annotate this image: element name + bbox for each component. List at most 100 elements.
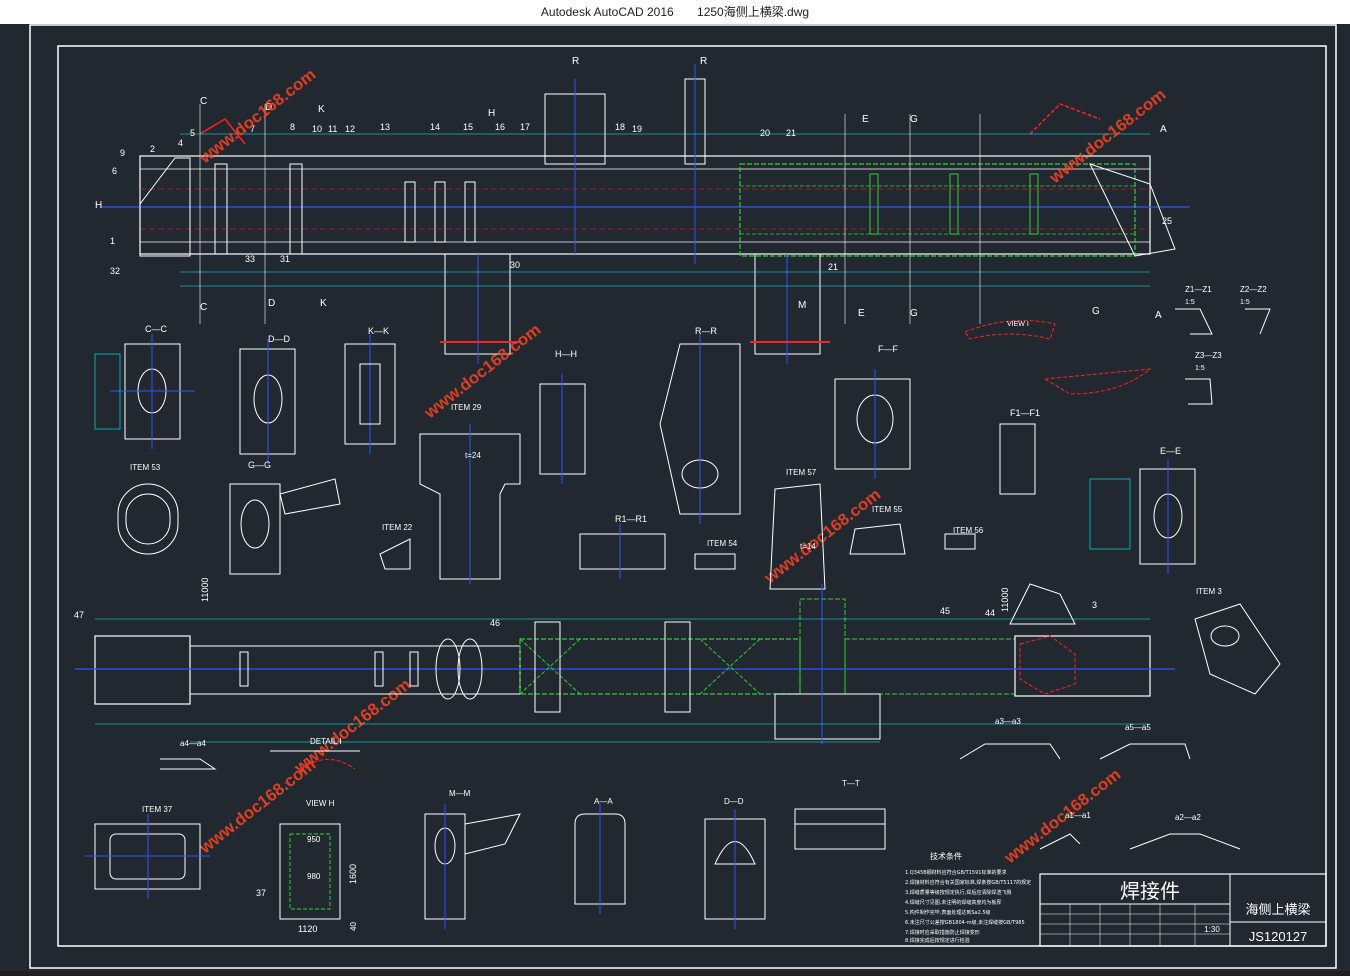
drawing-label: www.doc168.com [290, 675, 414, 778]
title-block: 焊接件 海侧上横梁 JS120127 1:30 [1039, 873, 1327, 947]
drawing-label: G—G [248, 460, 271, 470]
drawing-label: 46 [490, 618, 500, 628]
drawing-label: 10 [312, 124, 322, 134]
drawing-label: M [798, 300, 806, 311]
drawing-label: 9 [120, 148, 125, 158]
drawing-label: a4—a4 [180, 739, 206, 748]
drawing-label: a1—a1 [1065, 811, 1091, 820]
drawing-label: K—K [368, 326, 389, 336]
drawing-label: ITEM 56 [953, 526, 984, 535]
drawing-label: 7 [250, 124, 255, 134]
drawing-label: VIEW I [1007, 321, 1029, 328]
drawing-label: 8 [290, 122, 295, 132]
drawing-label: 40 [349, 922, 358, 931]
drawing-label: Z2—Z2 [1240, 285, 1267, 294]
drawing-label: 20 [760, 128, 770, 138]
inner-frame [57, 45, 1327, 947]
section-hh: H—H [539, 349, 586, 484]
drawing-label: ITEM 37 [142, 805, 173, 814]
section-cc: C—C [94, 324, 195, 449]
drawing-label: www.doc168.com [420, 320, 544, 423]
section-kk: K—K [344, 326, 396, 454]
detail-i: DETAIL I [270, 737, 360, 785]
section-gg: G—G [229, 460, 341, 575]
drawing-label: K [318, 104, 325, 115]
item-22: ITEM 22 [379, 523, 413, 570]
drawing-label: E [862, 114, 869, 125]
drawing-label: 37 [256, 888, 266, 898]
file-name: 1250海侧上横梁.dwg [697, 5, 810, 19]
technical-notes: 技术条件 1.Q345B钢材料应符合GB/T1591标准的要求 2.焊接材料应符… [905, 851, 1031, 944]
drawing-label: t=14 [800, 542, 816, 551]
drawing-label: Z1—Z1 [1185, 285, 1212, 294]
drawing-label: 11000 [200, 578, 210, 602]
drawing-label: 2.焊接材料应符合有关国家标准,焊条按GB/T5117的规定 [905, 879, 1031, 886]
weld-sections-row: a4—a4 a3—a3 a5—a5 a1—a1 a2—a2 [160, 717, 1241, 850]
drawing-label: D [268, 298, 275, 309]
drawing-label: A—A [594, 797, 613, 806]
watermarks: www.doc168.com www.doc168.com www.doc168… [195, 65, 1169, 868]
drawing-label: D—D [724, 797, 744, 806]
drawing-label: 21 [828, 262, 838, 272]
drawing-label: DETAIL I [310, 737, 342, 746]
bottom-plan-view: 11000 11000 47 46 45 44 3 [74, 578, 1175, 744]
drawing-label: 13 [380, 122, 390, 132]
drawing-label: R1—R1 [615, 514, 647, 524]
drawing-canvas[interactable]: 9 2 4 5 7 8 10 11 12 13 14 15 16 17 18 1… [0, 24, 1350, 971]
drawing-label: R [700, 56, 707, 67]
drawing-label: 5.构件制作完毕,表面处理达到Sa2.5级 [905, 909, 991, 916]
drawing-label: 1:5 [1195, 365, 1205, 372]
drawing-label: 5 [190, 128, 195, 138]
drawing-label: D—D [268, 334, 290, 344]
drawing-label: F1—F1 [1010, 408, 1040, 418]
view-h: VIEW H 950 980 1600 1120 40 37 [256, 799, 358, 934]
drawing-label: 1120 [298, 924, 317, 934]
drawing-label: T—T [842, 779, 860, 788]
item-53: ITEM 53 [117, 463, 179, 555]
drawing-label: ITEM 29 [451, 403, 482, 412]
item-54: ITEM 54 [694, 539, 738, 570]
drawing-label: 30 [510, 260, 520, 270]
drawing-number: JS120127 [1249, 929, 1308, 944]
drawing-label: ITEM 53 [130, 463, 161, 472]
drawing-label: 45 [940, 606, 950, 616]
item-55: ITEM 55 [849, 505, 906, 555]
drawing-label: C [200, 302, 207, 313]
drawing-label: E—E [1160, 446, 1181, 456]
drawing-label: 44 [985, 608, 995, 618]
drawing-label: H—H [555, 349, 577, 359]
drawing-label: 25 [1162, 216, 1172, 226]
drawing-label: 1:5 [1240, 299, 1250, 306]
drawing-label: ITEM 54 [707, 539, 738, 548]
drawing-label: H [488, 108, 495, 119]
drawing-label: 16 [495, 122, 505, 132]
drawing-scale: 1:30 [1204, 925, 1220, 934]
drawing-label: 3.焊缝质量等级按规定执行,焊后应清除焊渣飞溅 [905, 889, 1011, 896]
drawing-label: a3—a3 [995, 717, 1021, 726]
drawing-label: 31 [280, 254, 290, 264]
drawing-label: 1.Q345B钢材料应符合GB/T1591标准的要求 [905, 869, 1006, 876]
drawing-label: 21 [786, 128, 796, 138]
item-3: ITEM 3 [1194, 587, 1281, 695]
drawing-label: 19 [632, 124, 642, 134]
drawing-label: 技术条件 [930, 851, 962, 861]
section-ee: E—E [1089, 446, 1196, 574]
drawing-label: a2—a2 [1175, 813, 1201, 822]
drawing-label: 980 [307, 872, 321, 881]
drawing-label: ITEM 3 [1196, 587, 1222, 596]
drawing-label: www.doc168.com [1045, 85, 1169, 188]
drawing-label: 6.未注尺寸公差按GB1804-m级,未注焊缝按GB/T985 [905, 919, 1025, 926]
section-r1r1: R1—R1 [579, 514, 666, 579]
drawing-label: ITEM 57 [786, 468, 817, 477]
drawing-label: G [1092, 306, 1100, 317]
drawing-svg: 9 2 4 5 7 8 10 11 12 13 14 15 16 17 18 1… [29, 24, 1337, 969]
drawing-label: G [910, 114, 918, 125]
drawing-label: 32 [110, 266, 120, 276]
drawing-label: Z3—Z3 [1195, 351, 1222, 360]
top-beam-elevation [100, 64, 1190, 364]
section-dd-bottom: D—D [704, 797, 766, 929]
drawing-label: H [95, 200, 102, 211]
top-part-numbers: 9 2 4 5 7 8 10 11 12 13 14 15 16 17 18 1… [110, 122, 1172, 276]
part-name: 海侧上横梁 [1245, 903, 1310, 918]
drawing-label: 14 [430, 122, 440, 132]
